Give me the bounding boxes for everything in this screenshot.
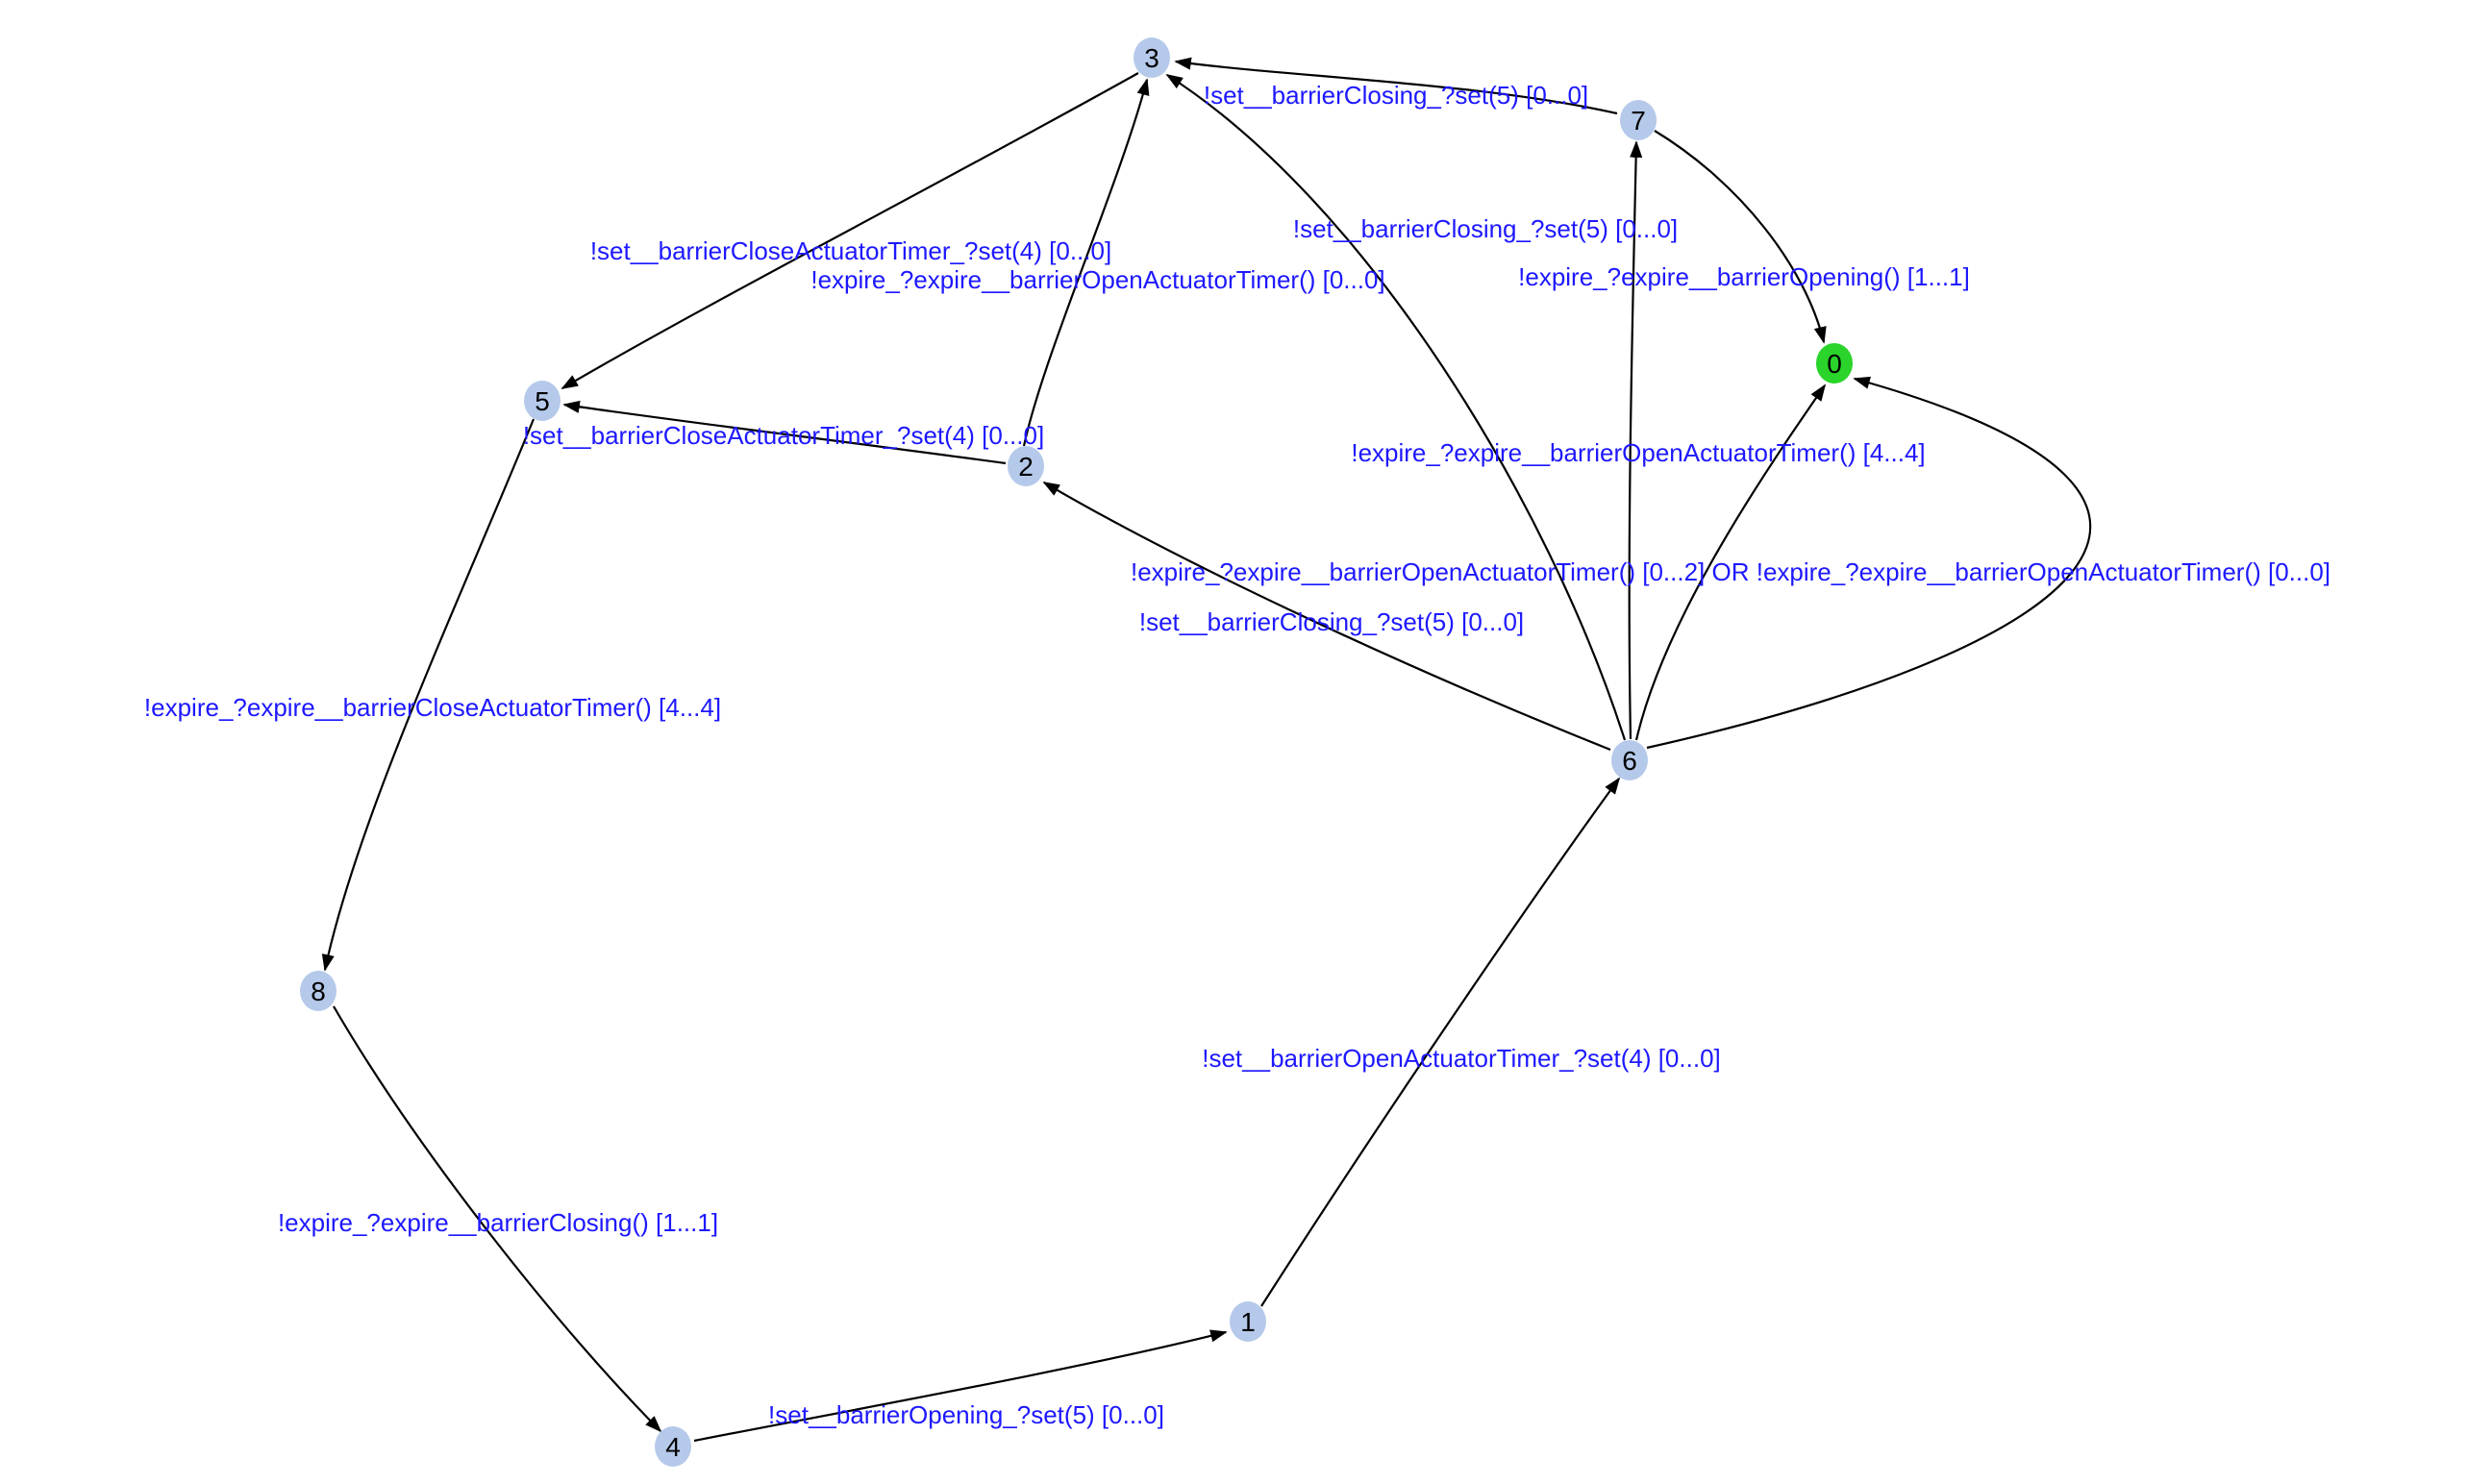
- state-node-label: 7: [1631, 106, 1646, 136]
- edge-label-6-to-0: !expire_?expire__barrierOpenActuatorTime…: [1131, 557, 2330, 586]
- state-circle[interactable]: [1134, 37, 1170, 78]
- state-node-8[interactable]: 8: [300, 971, 336, 1011]
- edge-label-1-to-6: !set__barrierOpenActuatorTimer_?set(4) […: [1202, 1044, 1721, 1073]
- edge-7-to-0: [1654, 130, 1827, 344]
- edge-label-6-to-3: !set__barrierClosing_?set(5) [0...0]: [1293, 214, 1678, 243]
- state-circle[interactable]: [1620, 100, 1657, 140]
- state-node-1[interactable]: 1: [1230, 1301, 1266, 1342]
- state-circle[interactable]: [1008, 446, 1044, 486]
- edge-8-to-4: [333, 1005, 662, 1433]
- state-node-label: 2: [1018, 452, 1034, 482]
- state-node-6[interactable]: 6: [1611, 740, 1648, 780]
- edge-4-to-1: [693, 1329, 1228, 1443]
- state-node-label: 6: [1622, 746, 1637, 776]
- state-node-label: 0: [1827, 349, 1842, 379]
- edge-6-to-7: [1628, 140, 1643, 740]
- edges-layer: [321, 57, 2092, 1443]
- state-circle[interactable]: [524, 381, 561, 421]
- edge-5-to-8: [321, 418, 536, 972]
- edge-label-7-to-3: !set__barrierClosing_?set(5) [0...0]: [1204, 81, 1588, 110]
- edge-label-4-to-1: !set__barrierOpening_?set(5) [0...0]: [768, 1400, 1164, 1429]
- edge-label-6-to-0: !expire_?expire__barrierOpenActuatorTime…: [1351, 438, 1925, 467]
- state-node-label: 5: [535, 386, 550, 416]
- state-circle[interactable]: [1611, 740, 1648, 780]
- edge-label-5-to-8: !expire_?expire__barrierCloseActuatorTim…: [144, 693, 721, 722]
- edge-labels-layer: !set__barrierClosing_?set(5) [0...0] !set…: [144, 81, 2330, 1429]
- edge-2-to-3: [1022, 78, 1150, 447]
- state-circle[interactable]: [655, 1426, 691, 1467]
- edge-label-7-to-0: !expire_?expire__barrierOpening() [1...1…: [1518, 262, 1970, 291]
- edge-label-2-to-5: !set__barrierCloseActuatorTimer_?set(4) …: [523, 421, 1044, 450]
- edge-label-8-to-4: !expire_?expire__barrierClosing() [1...1…: [278, 1208, 718, 1237]
- state-circle[interactable]: [300, 971, 336, 1011]
- edge-7-to-3: [1174, 57, 1618, 115]
- state-node-2[interactable]: 2: [1008, 446, 1044, 486]
- edge-label-3-to-5: !set__barrierCloseActuatorTimer_?set(4) …: [590, 236, 1111, 265]
- state-node-5[interactable]: 5: [524, 381, 561, 421]
- edge-6-to-3: [1165, 74, 1627, 741]
- edge-label-6-to-2: !set__barrierClosing_?set(5) [0...0]: [1139, 607, 1524, 636]
- state-node-0[interactable]: 0: [1816, 343, 1853, 383]
- state-circle[interactable]: [1230, 1301, 1266, 1342]
- state-node-7[interactable]: 7: [1620, 100, 1657, 140]
- initial-state-circle[interactable]: [1816, 343, 1853, 383]
- state-node-label: 4: [665, 1432, 681, 1462]
- state-node-label: 1: [1240, 1307, 1256, 1337]
- state-node-label: 8: [311, 977, 326, 1006]
- edge-label-2-to-3: !expire_?expire__barrierOpenActuatorTime…: [810, 265, 1384, 294]
- nodes-layer: 0 1 2 3 4 5 6 7 8: [300, 37, 1853, 1467]
- edge-1-to-6: [1260, 777, 1621, 1307]
- edge-6-to-2: [1042, 482, 1611, 752]
- edge-6-to-0: [1634, 383, 1827, 741]
- state-node-4[interactable]: 4: [655, 1426, 691, 1467]
- state-node-3[interactable]: 3: [1134, 37, 1170, 78]
- edge-3-to-5: [561, 72, 1139, 389]
- edge-6-to-0: [1646, 376, 2092, 750]
- state-node-label: 3: [1144, 43, 1159, 73]
- edge-2-to-5: [562, 400, 1007, 465]
